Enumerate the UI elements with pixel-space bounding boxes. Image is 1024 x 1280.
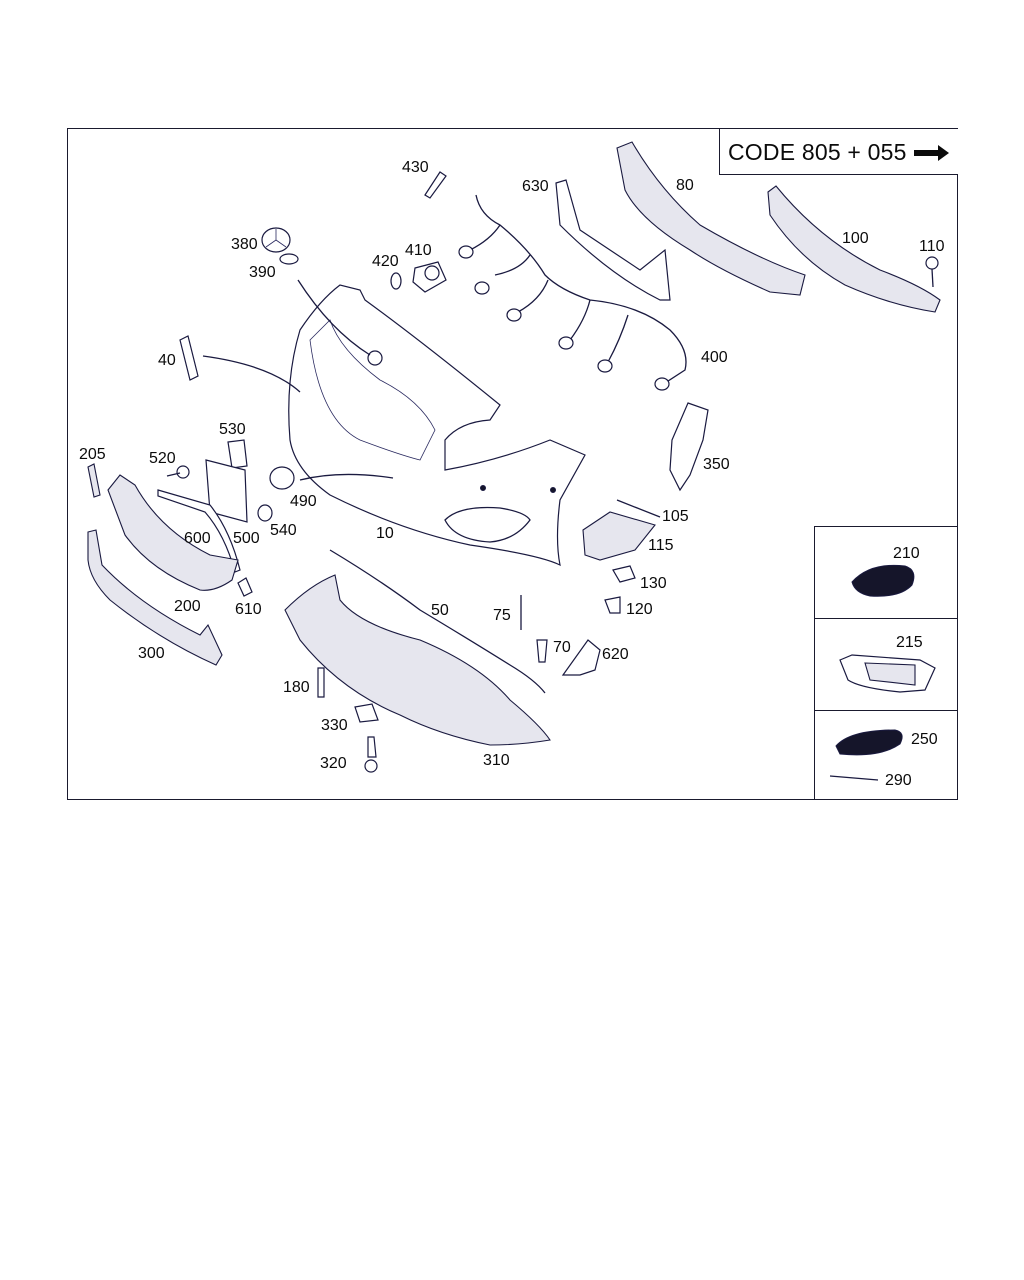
part-50 [329,549,546,694]
part-490 [269,466,295,490]
code-header-box: CODE 805 + 055 [719,129,958,175]
label-105: 105 [662,508,689,525]
part-350 [669,402,709,492]
label-50: 50 [431,602,449,619]
label-80: 80 [676,177,694,194]
part-205 [87,463,101,498]
label-540: 540 [270,522,297,539]
label-600: 600 [184,530,211,547]
label-380: 380 [231,236,258,253]
bumper-cover [288,284,586,567]
label-40: 40 [158,352,176,369]
label-215: 215 [896,634,923,651]
label-330: 330 [321,717,348,734]
label-120: 120 [626,601,653,618]
label-400: 400 [701,349,728,366]
label-250: 250 [911,731,938,748]
part-300 [87,529,223,666]
part-420 [390,272,402,290]
part-430 [424,171,447,199]
label-115: 115 [648,537,674,554]
part-70 [536,639,548,663]
label-300: 300 [138,645,165,662]
label-75: 75 [493,607,511,624]
label-520: 520 [149,450,176,467]
label-390: 390 [249,264,276,281]
label-70: 70 [553,639,571,656]
part-540 [257,504,273,522]
part-100 [767,185,941,313]
part-120 [604,596,621,614]
part-600 [157,489,241,573]
part-105 [616,499,661,518]
part-610 [237,577,253,597]
part-500 [205,459,248,523]
part-80 [616,141,806,296]
label-110: 110 [919,238,945,255]
label-320: 320 [320,755,347,772]
label-10: 10 [376,525,394,542]
part-200 [107,474,239,591]
label-410: 410 [405,242,432,259]
label-100: 100 [842,230,869,247]
code-label: CODE 805 + 055 [728,139,907,165]
part-530 [227,439,248,469]
part-290 [829,775,879,781]
bumper-fog-opening [444,506,531,543]
label-210: 210 [893,545,920,562]
label-530: 530 [219,421,246,438]
label-610: 610 [235,601,262,618]
part-620 [561,639,601,676]
part-330 [354,703,379,723]
inset-panel-210 [814,526,958,618]
part-630 [555,179,671,301]
inset-panel-215 [814,618,958,710]
label-500: 500 [233,530,260,547]
inset-panel-250 [814,710,958,800]
label-620: 620 [602,646,629,663]
bumper-grille-opening [309,319,436,461]
part-390 [279,253,299,265]
part-320 [367,736,377,758]
part-310 [284,574,551,746]
label-310: 310 [483,752,510,769]
arrow-right-icon [914,145,949,161]
label-200: 200 [174,598,201,615]
diagram-frame [67,128,958,800]
part-180 [317,667,325,698]
label-180: 180 [283,679,310,696]
part-115 [582,511,656,561]
label-430: 430 [402,159,429,176]
label-290: 290 [885,772,912,789]
label-350: 350 [703,456,730,473]
label-420: 420 [372,253,399,270]
part-250 [835,729,903,756]
part-130 [612,565,636,583]
label-630: 630 [522,178,549,195]
label-130: 130 [640,575,667,592]
label-490: 490 [290,493,317,510]
part-520 [176,465,190,479]
part-210 [851,564,915,597]
part-40 [179,335,199,381]
label-205: 205 [79,446,106,463]
